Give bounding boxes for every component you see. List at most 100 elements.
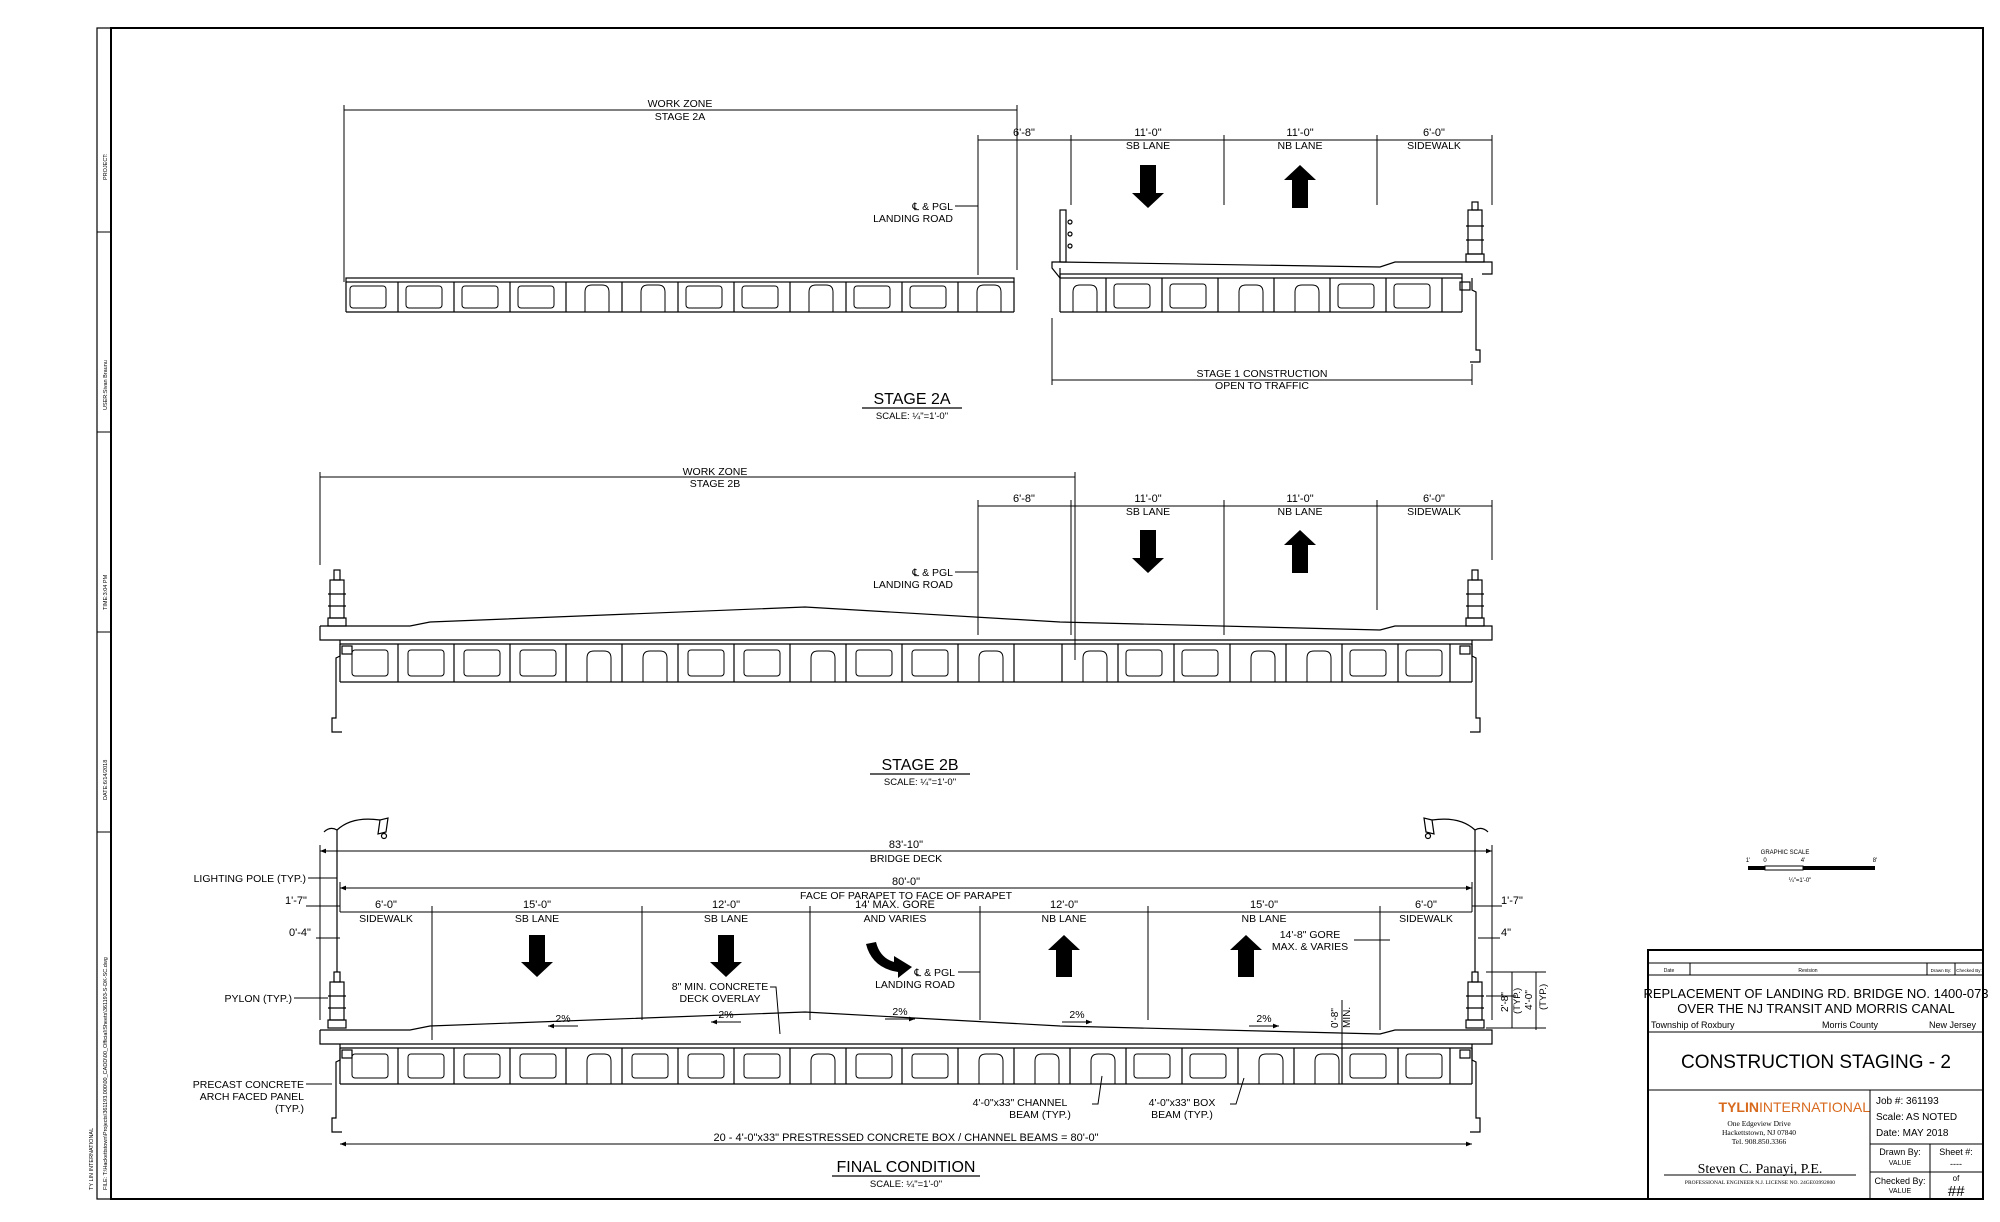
- final-box-beam-leader: [1230, 1077, 1245, 1105]
- final-dim-6-0-left: 6'-0": [375, 899, 397, 911]
- title-block-address-3: Tel. 908.850.3366: [1732, 1137, 1787, 1146]
- stage-2b-work-zone-stage-label: STAGE 2B: [690, 478, 741, 490]
- title-block-drawn-by: Drawn By:: [1879, 1147, 1921, 1157]
- graphic-scale-bar-3: [1803, 866, 1875, 870]
- final-nb-arrow-2-icon: [1230, 935, 1262, 977]
- final-dim-6-0-right: 6'-0": [1415, 899, 1437, 911]
- stage-2b-sidewalk-label: SIDEWALK: [1407, 506, 1461, 518]
- side-strip-time: TIME:3:04 PM: [103, 574, 109, 610]
- side-strip-file: FILE: T:\Hackettstown\Projects\361193.00…: [103, 957, 109, 1190]
- graphic-scale-bar-2: [1764, 865, 1804, 871]
- stage-2b-full-section: [319, 569, 1493, 733]
- final-dim-12-0-right: 12'-0": [1050, 899, 1078, 911]
- stage-2a-dim-6-0: 6'-0": [1423, 127, 1445, 139]
- graphic-scale-title: GRAPHIC SCALE: [1761, 850, 1810, 856]
- title-block-firm-bold: TYLIN: [1719, 1099, 1759, 1115]
- final-gore-dim-label: 14' MAX. GORE: [855, 899, 935, 911]
- final-slope-4: 2%: [1069, 1009, 1084, 1021]
- graphic-scale-tick-0: 0: [1763, 858, 1767, 864]
- stage-2b-sb-lane-label: SB LANE: [1126, 506, 1170, 518]
- title-block-col-drawn: Drawn By:: [1931, 968, 1952, 973]
- final-dim-80-0: 80'-0": [892, 876, 920, 888]
- final-pylon-label: PYLON (TYP.): [225, 993, 293, 1005]
- stage-2a-scale: SCALE: ¼"=1'-0": [876, 411, 948, 422]
- final-sb-arrow-2-icon: [710, 935, 742, 977]
- final-slope-arrows: [548, 1016, 1279, 1029]
- side-strip: [96, 27, 112, 1200]
- final-dim-0-4-left: 0'-4": [289, 927, 311, 939]
- title-block-engineer-name: Steven C. Panayi, P.E.: [1698, 1162, 1823, 1177]
- stage-2a-work-zone-stage-label: STAGE 2A: [655, 111, 706, 123]
- stage-2a-sb-arrow-icon: [1132, 165, 1164, 208]
- stage-2b-scale: SCALE: ¼"=1'-0": [884, 777, 956, 788]
- final-nb-lane-1-label: NB LANE: [1042, 913, 1087, 925]
- graphic-scale-tick-8: 8': [1873, 858, 1877, 864]
- final-lane-dimension-line: [340, 906, 1472, 1040]
- final-dim-4-0: 4'-0": [1524, 990, 1535, 1010]
- stage-2b-work-zone-label: WORK ZONE: [683, 466, 748, 478]
- final-channel-beam-label-1: 4'-0"x33" CHANNEL: [973, 1097, 1068, 1109]
- final-precast-label-2: ARCH FACED PANEL: [200, 1091, 304, 1103]
- title-block-state: New Jersey: [1929, 1020, 1977, 1030]
- title-block-sheet-title: CONSTRUCTION STAGING - 2: [1681, 1052, 1951, 1073]
- final-dim-15-0-right: 15'-0": [1250, 899, 1278, 911]
- final-slope-3: 2%: [892, 1006, 907, 1018]
- stage-2a-dim-11-0-nb: 11'-0": [1286, 127, 1313, 139]
- final-cl-pgl-label: ℄ & PGL: [913, 967, 955, 979]
- final-nb-arrow-1-icon: [1048, 935, 1080, 977]
- stage-2b-work-zone-dimension: [319, 472, 1076, 660]
- final-scale: SCALE: ¼"=1'-0": [870, 1179, 942, 1190]
- title-block-township: Township of Roxbury: [1651, 1020, 1735, 1030]
- final-channel-beam-label-2: BEAM (TYP.): [1009, 1109, 1071, 1121]
- title-block-col-revision: Revision: [1798, 968, 1817, 974]
- title-block-drawn-value: VALUE: [1889, 1160, 1912, 1167]
- stage-2a-stage1-dimension: [1051, 318, 1473, 385]
- final-min-label: MIN.: [1342, 1007, 1353, 1028]
- stage-2a-work-zone-label: WORK ZONE: [648, 98, 713, 110]
- final-title: FINAL CONDITION: [837, 1159, 976, 1176]
- title-block-county: Morris County: [1822, 1020, 1879, 1030]
- final-dim-12-0-left: 12'-0": [712, 899, 740, 911]
- final-deck-section: [319, 817, 1493, 1133]
- stage-2b-cl-pgl-label: ℄ & PGL: [911, 567, 953, 579]
- graphic-scale: GRAPHIC SCALE 1' 0 4' 8' ¼"=1'-0": [1746, 850, 1877, 884]
- side-strip-date: DATE:6/14/2018: [103, 760, 109, 800]
- final-dim-83-10: 83'-10": [889, 839, 923, 851]
- stage-2b-landing-road-label: LANDING ROAD: [873, 579, 953, 591]
- title-block-firm-rest: INTERNATIONAL: [1759, 1099, 1870, 1115]
- final-gore-right-1: 14'-8" GORE: [1280, 929, 1341, 941]
- title-block-address-1: One Edgeview Drive: [1727, 1119, 1791, 1128]
- title-block-col-date: Date: [1664, 968, 1675, 974]
- title-block-project-line-1: REPLACEMENT OF LANDING RD. BRIDGE NO. 14…: [1643, 986, 1988, 1001]
- title-block-job: Job #: 361193: [1876, 1096, 1939, 1107]
- stage-2a-sb-lane-label: SB LANE: [1126, 140, 1170, 152]
- stage-2b-title: STAGE 2B: [881, 757, 958, 774]
- title-block-license: PROFESSIONAL ENGINEER N.J. LICENSE NO. 2…: [1685, 1180, 1835, 1186]
- final-overlay-label-1: 8" MIN. CONCRETE: [672, 981, 768, 993]
- title-block: Date Revision Drawn By: Checked By: REPL…: [1643, 949, 1989, 1200]
- title-block-of: of: [1953, 1174, 1960, 1183]
- final-overall-dimensions: [319, 845, 1493, 1020]
- title-block-date: Date: MAY 2018: [1876, 1128, 1949, 1139]
- final-dim-1-7-left: 1'-7": [285, 895, 307, 907]
- stage-2a-stage1-label: STAGE 1 CONSTRUCTION: [1196, 368, 1327, 380]
- stage-2b-dim-6-8: 6'-8": [1013, 493, 1035, 505]
- title-block-project-line-2: OVER THE NJ TRANSIT AND MORRIS CANAL: [1677, 1001, 1954, 1016]
- final-dim-4-0-typ: (TYP.): [1538, 984, 1549, 1010]
- final-slope-1: 2%: [555, 1013, 570, 1025]
- final-slope-5: 2%: [1256, 1013, 1271, 1025]
- graphic-scale-bar-1: [1748, 866, 1765, 870]
- final-lighting-pole-label: LIGHTING POLE (TYP.): [194, 873, 306, 885]
- title-block-sheet-dash: ----: [1950, 1159, 1962, 1169]
- stage-2a-left-beams: [345, 277, 1015, 313]
- final-channel-beam-leader: [1092, 1075, 1103, 1105]
- final-precast-label-1: PRECAST CONCRETE: [193, 1079, 304, 1091]
- stage-2a-title: STAGE 2A: [873, 391, 950, 408]
- stage-2a-cl-pgl-label: ℄ & PGL: [911, 201, 953, 213]
- title-block-sheet-number: ##: [1948, 1183, 1965, 1200]
- final-turn-arrow-icon: [866, 942, 912, 978]
- title-block-address-2: Hackettstown, NJ 07840: [1722, 1128, 1796, 1137]
- final-bridge-deck-label: BRIDGE DECK: [870, 853, 942, 865]
- final-sb-lane-1-label: SB LANE: [515, 913, 559, 925]
